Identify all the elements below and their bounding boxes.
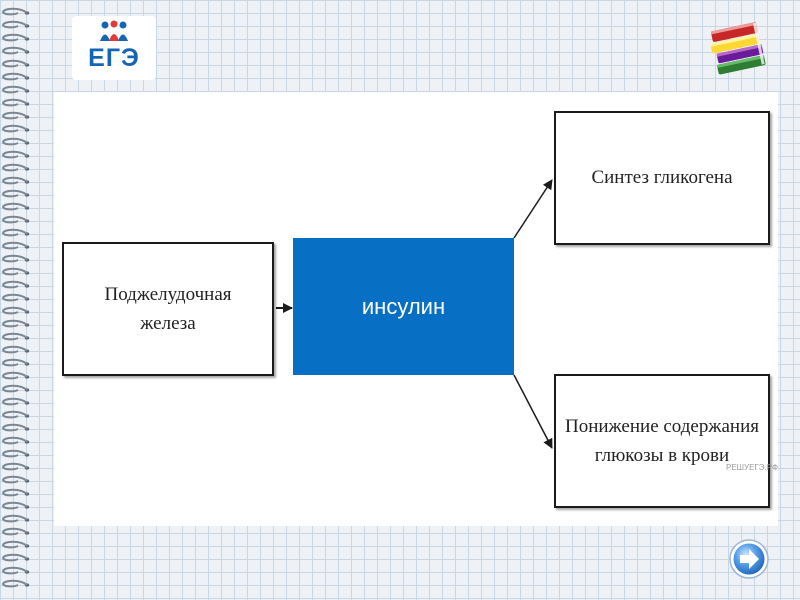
binding-ring bbox=[3, 464, 27, 470]
binding-ring bbox=[3, 490, 27, 496]
binding-ring bbox=[3, 152, 27, 158]
glycogen-synthesis-box: Синтез гликогена bbox=[554, 111, 770, 245]
binding-ring bbox=[3, 503, 27, 509]
binding-ring bbox=[3, 61, 27, 67]
insulin-box: инсулин bbox=[293, 238, 514, 375]
binding-ring bbox=[3, 87, 27, 93]
binding-ring bbox=[3, 269, 27, 275]
pancreas-box: Поджелудочная железа bbox=[62, 242, 274, 376]
binding-ring bbox=[3, 308, 27, 314]
binding-ring bbox=[3, 581, 27, 587]
arrow-center-to-bottom bbox=[514, 375, 552, 448]
binding-ring bbox=[3, 126, 27, 132]
binding-ring bbox=[3, 438, 27, 444]
arrow-center-to-top bbox=[514, 180, 552, 238]
binding-ring bbox=[3, 425, 27, 431]
binding-ring bbox=[3, 191, 27, 197]
binding-ring bbox=[3, 9, 27, 15]
binding-ring bbox=[3, 217, 27, 223]
binding-ring bbox=[3, 399, 27, 405]
glucose-lowering-box: Понижение содержания глюкозы в крови bbox=[554, 374, 770, 508]
binding-ring bbox=[3, 35, 27, 41]
binding-ring bbox=[3, 386, 27, 392]
insulin-label: инсулин bbox=[362, 294, 445, 320]
ege-logo: ЕГЭ bbox=[72, 16, 156, 80]
ege-logo-icon bbox=[96, 20, 132, 42]
watermark: РЕШУЕГЭ.РФ bbox=[726, 463, 778, 472]
logo-text: ЕГЭ bbox=[72, 44, 156, 73]
binding-ring bbox=[3, 568, 27, 574]
binding-ring bbox=[3, 321, 27, 327]
binding-ring bbox=[3, 74, 27, 80]
binding-ring bbox=[3, 139, 27, 145]
next-button[interactable] bbox=[728, 538, 770, 580]
binding-ring bbox=[3, 477, 27, 483]
diagram-panel: Поджелудочная железа инсулин Синтез глик… bbox=[54, 92, 778, 526]
binding-ring bbox=[3, 542, 27, 548]
binding-ring bbox=[3, 555, 27, 561]
binding-ring bbox=[3, 256, 27, 262]
binding-ring bbox=[3, 529, 27, 535]
binding-ring bbox=[3, 243, 27, 249]
binding-ring bbox=[3, 22, 27, 28]
binding-ring bbox=[3, 178, 27, 184]
binding-ring bbox=[3, 230, 27, 236]
spiral-binding bbox=[0, 0, 34, 600]
binding-ring bbox=[3, 451, 27, 457]
binding-ring bbox=[3, 516, 27, 522]
binding-ring bbox=[3, 412, 27, 418]
binding-ring bbox=[3, 113, 27, 119]
binding-ring bbox=[3, 204, 27, 210]
binding-ring bbox=[3, 295, 27, 301]
binding-ring bbox=[3, 334, 27, 340]
binding-ring bbox=[3, 165, 27, 171]
binding-ring bbox=[3, 360, 27, 366]
books-icon bbox=[706, 16, 772, 82]
binding-ring bbox=[3, 373, 27, 379]
binding-ring bbox=[3, 282, 27, 288]
binding-ring bbox=[3, 100, 27, 106]
binding-ring bbox=[3, 48, 27, 54]
binding-ring bbox=[3, 347, 27, 353]
